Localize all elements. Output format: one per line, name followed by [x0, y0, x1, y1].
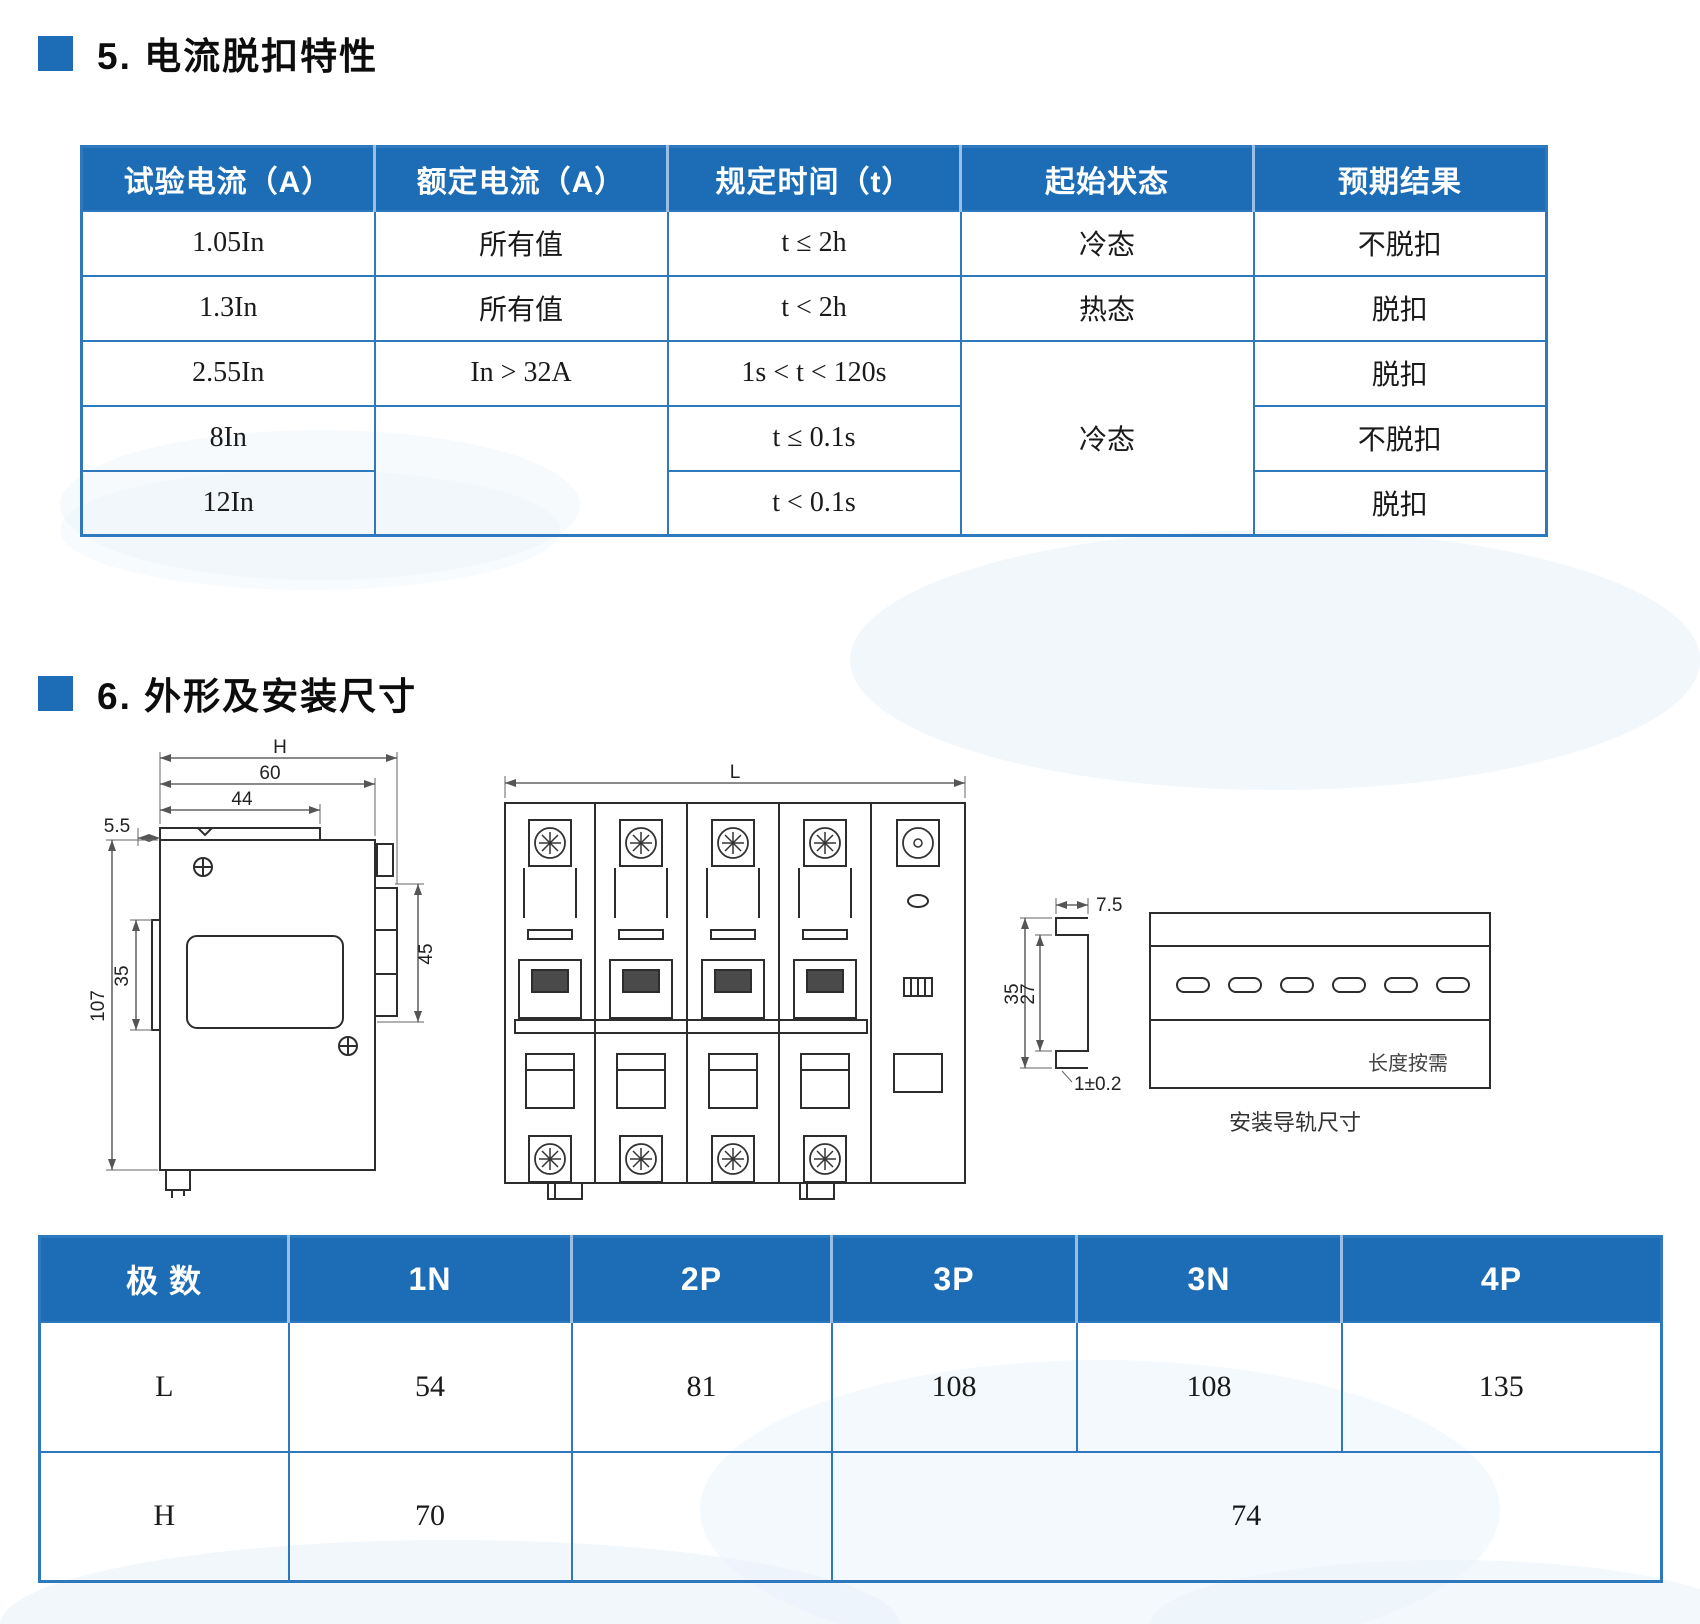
- col-header-4p: 4P: [1340, 1235, 1663, 1323]
- cell-rated-current-merged: [373, 404, 669, 537]
- col-header-3p: 3P: [830, 1235, 1078, 1323]
- col-header-2p: 2P: [570, 1235, 833, 1323]
- section6-title-text: 6. 外形及安装尺寸: [97, 676, 418, 717]
- cell-expected-result: 不脱扣: [1252, 209, 1548, 277]
- terminal-screw-icon: [717, 1143, 749, 1175]
- cell-test-current: 1.3In: [80, 274, 376, 342]
- section-bullet-icon: [38, 35, 73, 71]
- plain-terminal-center-icon: [913, 838, 923, 848]
- cell-row-label: L: [38, 1320, 290, 1453]
- cell-test-current: 12In: [80, 469, 376, 537]
- dim-label-107: 107: [88, 990, 109, 1022]
- cell-expected-result: 不脱扣: [1252, 404, 1548, 472]
- cell-test-current: 1.05In: [80, 209, 376, 277]
- table-row: L 54 81 108 108 135: [38, 1320, 1663, 1453]
- terminal-screw-icon: [809, 1143, 841, 1175]
- cell-row-label: H: [38, 1450, 290, 1583]
- dim-label-l: L: [730, 762, 741, 783]
- col-header-specified-time: 规定时间（t）: [666, 145, 962, 212]
- dim-label-60: 60: [259, 763, 280, 784]
- col-header-3n: 3N: [1075, 1235, 1343, 1323]
- rail-front: [1149, 912, 1491, 1089]
- cell-specified-time: t < 2h: [666, 274, 962, 342]
- terminal-screw-icon: [809, 827, 841, 859]
- watermark-blob: [850, 530, 1700, 790]
- col-header-initial-state: 起始状态: [959, 145, 1255, 212]
- cell-h-1n: 70: [287, 1450, 573, 1583]
- header-row: 试验电流（A） 额定电流（A） 规定时间（t） 起始状态 预期结果: [80, 145, 1548, 212]
- cell-rated-current: 所有值: [373, 209, 669, 277]
- din-rail-drawing: 7.5 35 27 1±0.2 长度按需 安装导轨尺寸: [1002, 895, 1491, 1135]
- cell-l-3n: 108: [1075, 1320, 1343, 1453]
- cell-l-1n: 54: [287, 1320, 573, 1453]
- trip-characteristics-table: 试验电流（A） 额定电流（A） 规定时间（t） 起始状态 预期结果 1.05In…: [80, 145, 1548, 537]
- section-bullet-icon: [38, 675, 73, 711]
- col-header-1n: 1N: [287, 1235, 573, 1323]
- pole-dimensions-table: 极 数 1N 2P 3P 3N 4P L 54 81 108 108 135 H…: [38, 1235, 1663, 1583]
- cell-initial-state: 热态: [959, 274, 1255, 342]
- rail-caption: 安装导轨尺寸: [1229, 1110, 1361, 1135]
- cell-l-3p: 108: [830, 1320, 1078, 1453]
- cell-expected-result: 脱扣: [1252, 469, 1548, 537]
- cell-l-2p: 81: [570, 1320, 833, 1453]
- breaker-front-outline: [504, 802, 966, 1200]
- cell-specified-time: t < 0.1s: [666, 469, 962, 537]
- terminal-screw-icon: [534, 827, 566, 859]
- col-header-test-current: 试验电流（A）: [80, 145, 376, 212]
- cell-l-4p: 135: [1340, 1320, 1663, 1453]
- dim-label-5-5: 5.5: [104, 816, 130, 837]
- terminal-screw-icon: [625, 827, 657, 859]
- cell-test-current: 8In: [80, 404, 376, 472]
- rail-dimensions: 7.5 35 27 1±0.2: [1002, 895, 1122, 1095]
- terminal-screw-icon: [717, 827, 749, 859]
- cell-rated-current: 所有值: [373, 274, 669, 342]
- section5-title-text: 5. 电流脱扣特性: [97, 36, 379, 77]
- table-row: 2.55In In > 32A 1s < t < 120s 冷态 脱扣: [80, 339, 1548, 537]
- section5-title: 5. 电流脱扣特性: [38, 26, 378, 80]
- dim-label-27: 27: [1018, 983, 1039, 1004]
- cell-initial-state: 冷态: [959, 209, 1255, 277]
- cell-specified-time: 1s < t < 120s: [666, 339, 962, 407]
- col-header-expected-result: 预期结果: [1252, 145, 1548, 212]
- cell-expected-result: 脱扣: [1252, 339, 1548, 407]
- dim-label-7-5: 7.5: [1096, 895, 1122, 916]
- table-row: 8In t ≤ 0.1s 不脱扣: [80, 404, 1548, 537]
- cell-rated-current: In > 32A: [373, 339, 669, 407]
- table-row: H 70 74: [38, 1450, 1663, 1583]
- terminal-screw-icon: [625, 1143, 657, 1175]
- dim-label-h: H: [273, 737, 287, 758]
- front-view-drawing: L: [504, 762, 966, 1200]
- terminal-screws: [534, 827, 934, 1175]
- cell-initial-state-merged: 冷态: [959, 339, 1255, 537]
- dim-label-thickness: 1±0.2: [1074, 1074, 1121, 1095]
- cell-expected-result: 脱扣: [1252, 274, 1548, 342]
- section6-title: 6. 外形及安装尺寸: [38, 666, 417, 720]
- dim-label-44: 44: [231, 789, 253, 810]
- cell-h-2p: [570, 1450, 833, 1583]
- side-view-dimensions: H 60 44 5.5 107 35 45: [88, 737, 437, 1171]
- col-header-rated-current: 额定电流（A）: [373, 145, 669, 212]
- dim-label-35: 35: [112, 965, 133, 986]
- header-row: 极 数 1N 2P 3P 3N 4P: [38, 1235, 1663, 1323]
- dim-label-45: 45: [416, 943, 437, 964]
- front-view-dimensions: L: [504, 762, 966, 798]
- cell-specified-time: t ≤ 0.1s: [666, 404, 962, 472]
- col-header-poles: 极 数: [38, 1235, 290, 1323]
- dim-label-rail-35: 35: [1002, 983, 1023, 1004]
- plain-terminal-icon: [902, 827, 934, 859]
- table-row: 1.3In 所有值 t < 2h 热态 脱扣: [80, 274, 1548, 342]
- cell-test-current: 2.55In: [80, 339, 376, 407]
- breaker-side-outline: [151, 827, 398, 1198]
- rail-length-note: 长度按需: [1368, 1052, 1448, 1075]
- side-view-drawing: H 60 44 5.5 107 35 45: [88, 737, 437, 1198]
- table-row: 1.05In 所有值 t ≤ 2h 冷态 不脱扣: [80, 209, 1548, 277]
- cell-specified-time: t ≤ 2h: [666, 209, 962, 277]
- table-row: 12In t < 0.1s 脱扣: [80, 469, 1548, 537]
- rail-profile: [1055, 917, 1089, 1069]
- cell-h-merged: 74: [830, 1450, 1663, 1583]
- terminal-screw-icon: [534, 1143, 566, 1175]
